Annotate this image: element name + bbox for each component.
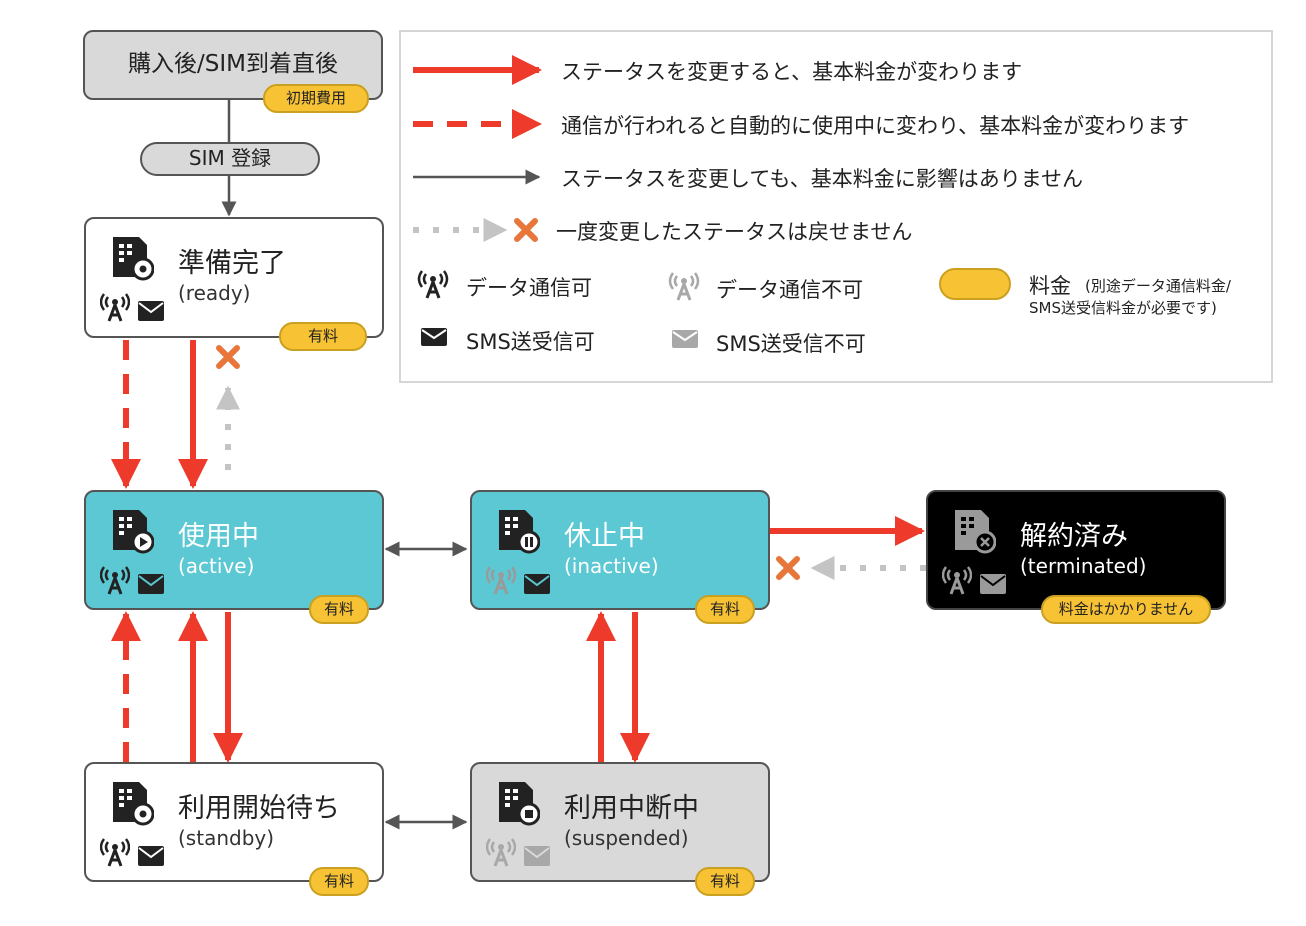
sms-mail-icon — [138, 301, 164, 321]
legend-solid-red-text: ステータスを変更すると、基本料金が変わります — [561, 60, 1023, 84]
sim-card-icon — [113, 782, 154, 826]
sim-card-icon — [113, 237, 154, 281]
legend-data-ng-text: データ通信不可 — [716, 278, 863, 302]
fee-badge: 有料 — [309, 595, 369, 624]
legend-dashed-red-text: 通信が行われると自動的に使用中に変わり、基本料金が変わります — [561, 114, 1190, 138]
data-signal-icon — [100, 293, 130, 322]
status-code: (ready) — [178, 281, 251, 305]
fee-badge: 有料 — [279, 322, 367, 351]
legend-data-ok-text: データ通信可 — [466, 276, 592, 300]
sms-mail-icon — [524, 574, 550, 594]
status-title: 準備完了 — [178, 248, 286, 279]
start-title: 購入後/SIM到着直後 — [128, 51, 338, 77]
status-title: 利用開始待ち — [178, 793, 340, 824]
legend-data-signal-icon — [417, 270, 449, 299]
legend-data-signal-disabled-icon — [668, 272, 700, 301]
sim-card-icon — [113, 510, 154, 554]
sms-mail-disabled-icon — [524, 846, 550, 866]
sms-mail-icon — [138, 846, 164, 866]
legend-symbols — [413, 55, 700, 348]
status-code: (standby) — [178, 826, 275, 850]
status-node-standby: 利用開始待ち (standby) 有料 — [84, 762, 384, 896]
fee-badge: 有料 — [695, 867, 755, 896]
data-signal-icon — [100, 566, 130, 595]
legend-fee-note-1: (別途データ通信料金/ — [1085, 277, 1231, 295]
status-code: (inactive) — [564, 554, 659, 578]
status-code: (suspended) — [564, 826, 689, 850]
fee-badge: 有料 — [695, 595, 755, 624]
legend-cross-icon — [517, 221, 535, 239]
data-signal-disabled-icon — [486, 838, 516, 867]
legend-no-return-text: 一度変更したステータスは戻せません — [556, 220, 913, 244]
no-return-cross-icon — [219, 348, 237, 366]
status-title: 使用中 — [178, 521, 259, 552]
legend-sms-mail-disabled-icon — [672, 330, 698, 348]
sim-card-icon — [955, 510, 996, 554]
data-signal-disabled-icon — [942, 566, 972, 595]
data-signal-icon — [100, 838, 130, 867]
sms-mail-icon — [138, 574, 164, 594]
legend-sms-ok-text: SMS送受信可 — [466, 330, 595, 354]
legend-fee-note-2: SMS送受信料金が必要です) — [1029, 299, 1217, 317]
status-node-ready: 準備完了 (ready) 有料 — [84, 217, 384, 351]
register-step: SIM 登録 — [140, 142, 320, 176]
legend-fee-title: 料金 — [1029, 274, 1071, 298]
legend-fee-swatch — [939, 268, 1011, 300]
status-node-terminated: 解約済み (terminated) 料金はかかりません — [926, 490, 1226, 624]
status-title: 解約済み — [1020, 521, 1128, 552]
start-node: 購入後/SIM到着直後 初期費用 — [83, 30, 383, 113]
legend-panel: ステータスを変更すると、基本料金が変わります 通信が行われると自動的に使用中に変… — [399, 30, 1273, 383]
status-title: 利用中断中 — [564, 793, 699, 824]
legend-sms-ng-text: SMS送受信不可 — [716, 332, 866, 356]
legend-thin-gray-text: ステータスを変更しても、基本料金に影響はありません — [561, 167, 1084, 191]
no-return-cross-icon — [779, 559, 797, 577]
status-title: 休止中 — [564, 521, 645, 552]
status-node-inactive: 休止中 (inactive) 有料 — [470, 490, 770, 624]
fee-badge: 有料 — [309, 867, 369, 896]
legend-sms-mail-icon — [421, 328, 447, 346]
sim-card-icon — [499, 510, 540, 554]
status-code: (active) — [178, 554, 255, 578]
status-node-active: 使用中 (active) 有料 — [84, 490, 384, 624]
fee-badge: 初期費用 — [263, 84, 369, 113]
status-code: (terminated) — [1020, 554, 1147, 578]
data-signal-disabled-icon — [486, 566, 516, 595]
fee-badge: 料金はかかりません — [1041, 595, 1211, 624]
sms-mail-disabled-icon — [980, 574, 1006, 594]
status-node-suspended: 利用中断中 (suspended) 有料 — [470, 762, 770, 896]
sim-card-icon — [499, 782, 540, 826]
